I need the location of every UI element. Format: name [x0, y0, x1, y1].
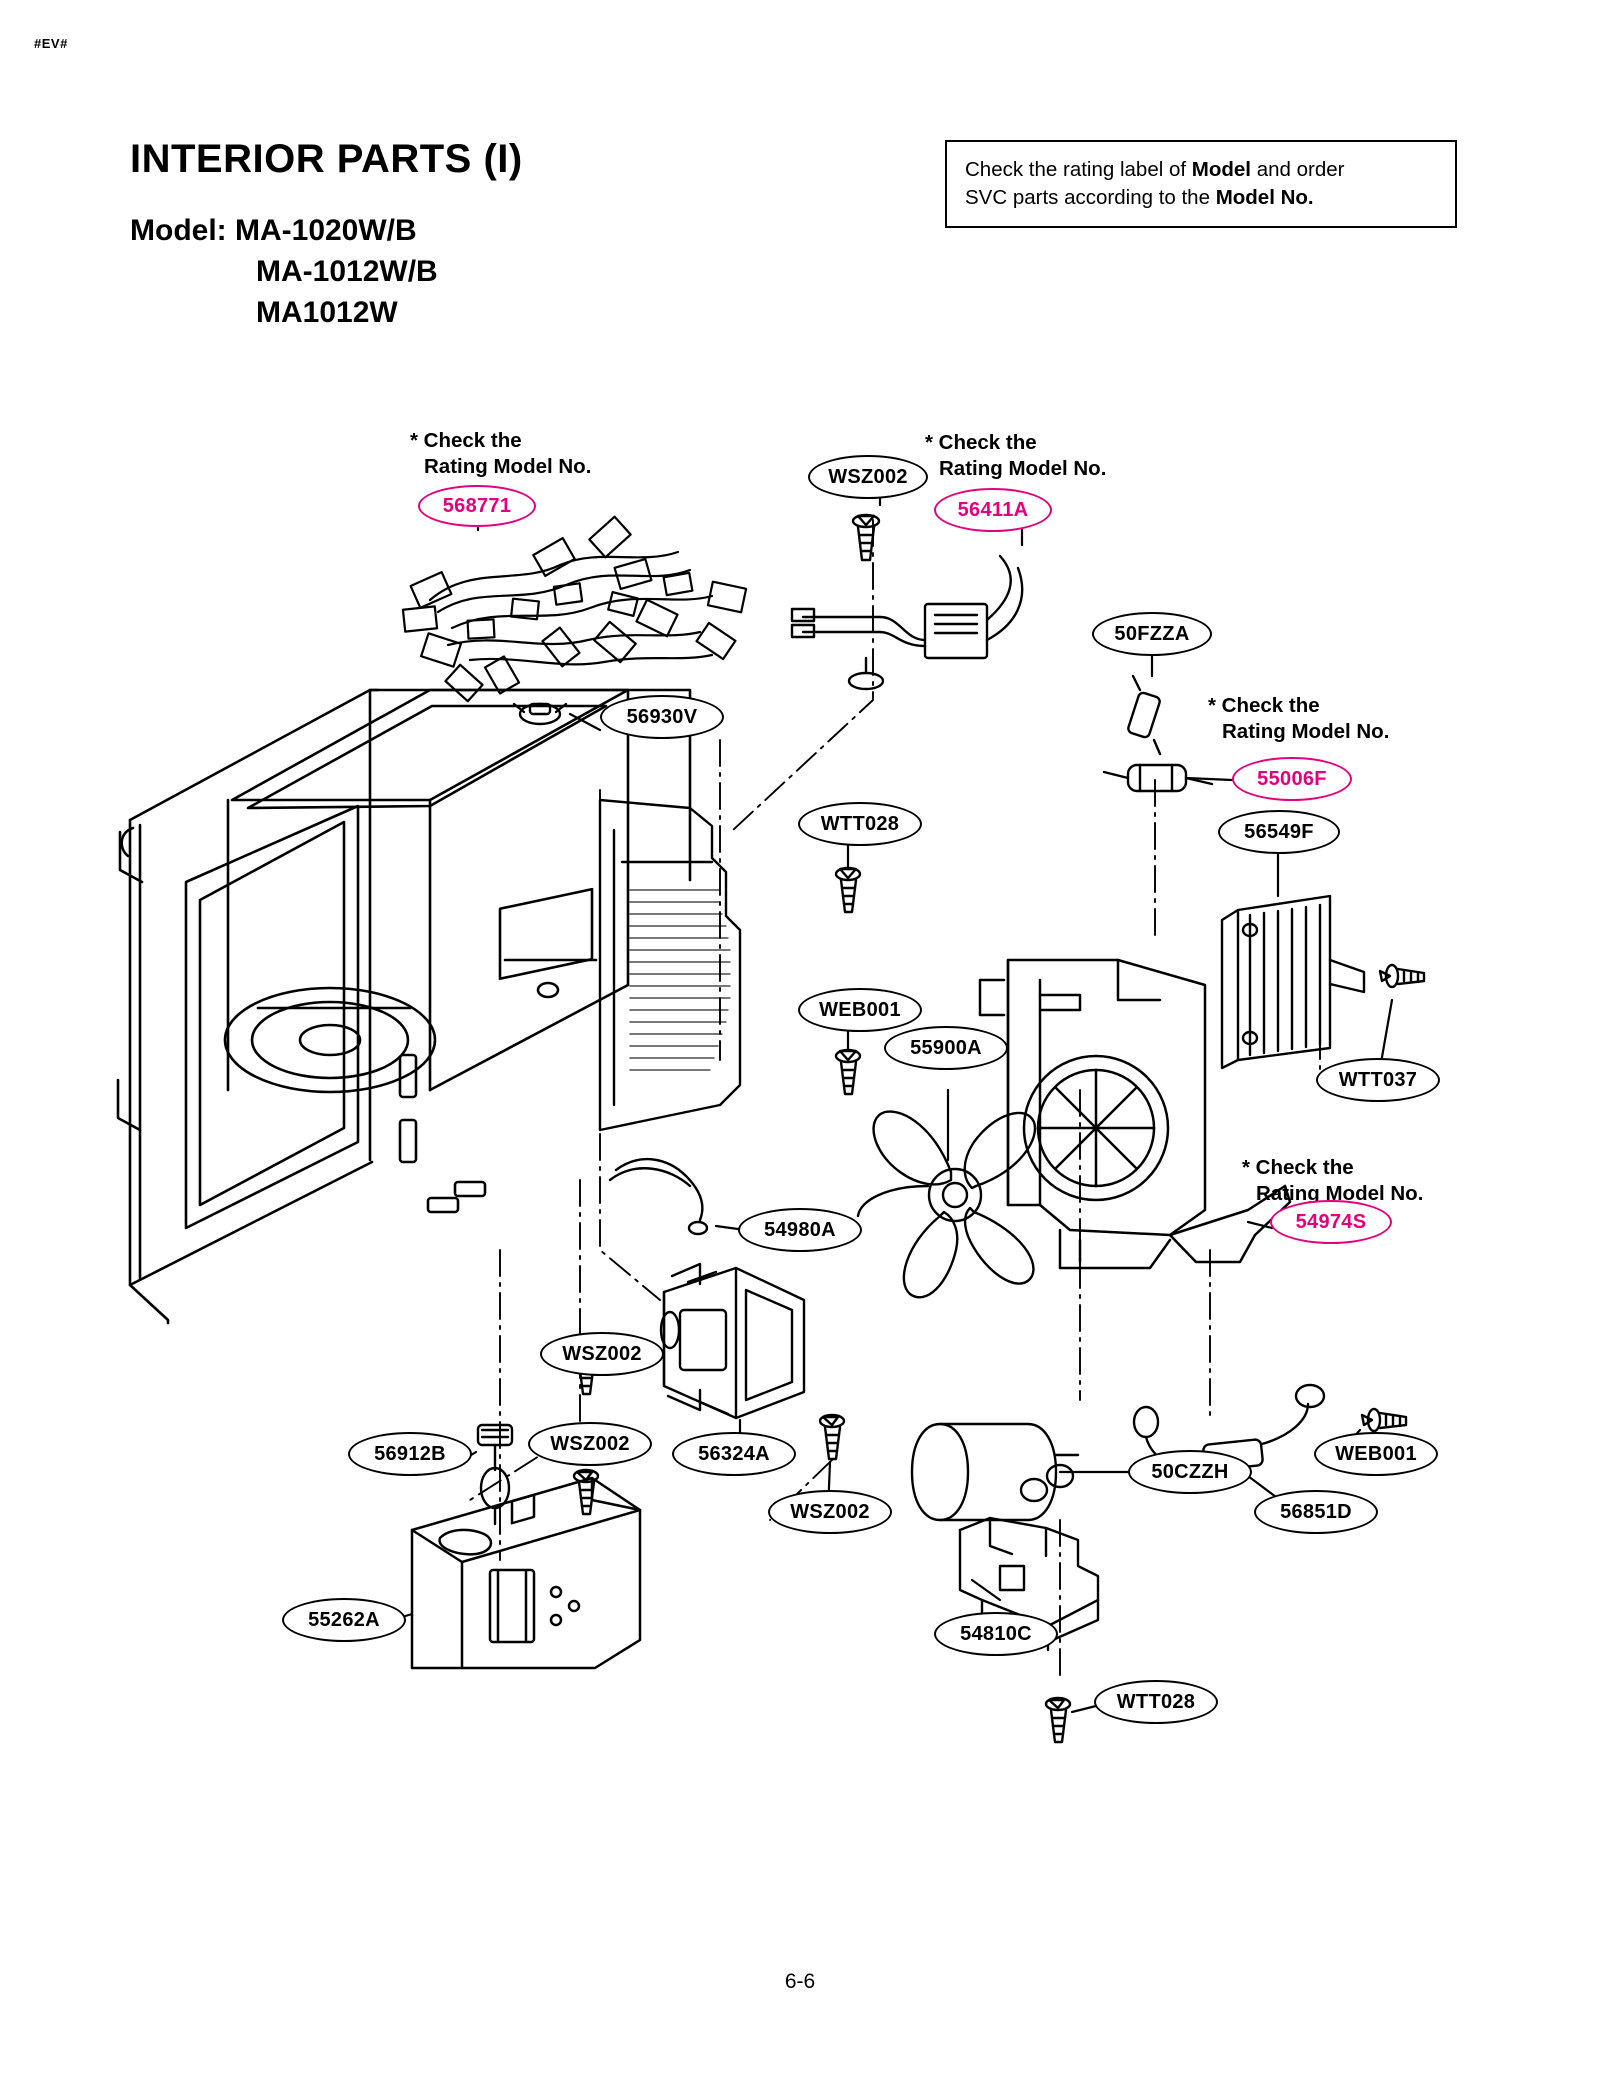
check-rating-label-3-line2: Rating Model No.	[1222, 720, 1390, 743]
callout-568771[interactable]: 568771	[418, 485, 536, 527]
model-line-1: Model: MA-1020W/B	[130, 214, 417, 247]
note-line1-part2: and order	[1251, 158, 1345, 181]
callout-wtt028-upper[interactable]: WTT028	[798, 802, 922, 846]
callout-50czzh[interactable]: 50CZZH	[1128, 1450, 1252, 1494]
callout-56912b[interactable]: 56912B	[348, 1432, 472, 1476]
callout-wsz002-left[interactable]: WSZ002	[540, 1332, 664, 1376]
check-rating-label-2-line1: * Check the	[925, 431, 1037, 454]
note-line2-bold: Model No.	[1215, 186, 1314, 209]
callout-56411a[interactable]: 56411A	[934, 488, 1052, 532]
check-rating-label-1: * Check the Rating Model No.	[410, 428, 591, 480]
model-line-2: MA-1012W/B	[256, 255, 438, 288]
callout-54974s[interactable]: 54974S	[1270, 1200, 1392, 1244]
callout-54980a[interactable]: 54980A	[738, 1208, 862, 1252]
note-line1-part1: Check the rating label of	[965, 158, 1192, 181]
model-line-3: MA1012W	[256, 296, 398, 329]
check-rating-label-1-line1: * Check the	[410, 429, 522, 452]
callout-wsz002-mid[interactable]: WSZ002	[528, 1422, 652, 1466]
callout-56549f[interactable]: 56549F	[1218, 810, 1340, 854]
check-rating-label-3-line1: * Check the	[1208, 694, 1320, 717]
callout-wsz002-top[interactable]: WSZ002	[808, 455, 928, 499]
callout-55900a[interactable]: 55900A	[884, 1026, 1008, 1070]
check-rating-label-1-line2: Rating Model No.	[424, 455, 592, 478]
revision-tag: #EV#	[34, 36, 68, 51]
model-list: Model: MA-1020W/B MA-1012W/B MA1012W	[130, 210, 438, 333]
callout-wsz002-bottom[interactable]: WSZ002	[768, 1490, 892, 1534]
check-rating-label-3: * Check the Rating Model No.	[1208, 693, 1389, 745]
note-line2-part1: SVC parts according to the	[965, 186, 1216, 209]
callout-web001-upper[interactable]: WEB001	[798, 988, 922, 1032]
callout-56324a[interactable]: 56324A	[672, 1432, 796, 1476]
callout-56851d[interactable]: 56851D	[1254, 1490, 1378, 1534]
callout-web001-lower[interactable]: WEB001	[1314, 1432, 1438, 1476]
callout-54810c[interactable]: 54810C	[934, 1612, 1058, 1656]
rating-label-note: Check the rating label of Model and orde…	[945, 140, 1457, 228]
note-line1-bold: Model	[1191, 158, 1251, 181]
check-rating-label-4: * Check the Rating Model No.	[1242, 1155, 1423, 1207]
page-title: INTERIOR PARTS (I)	[130, 137, 523, 181]
check-rating-label-4-line2: Rating Model No.	[1256, 1182, 1424, 1205]
check-rating-label-4-line1: * Check the	[1242, 1156, 1354, 1179]
callout-wtt037[interactable]: WTT037	[1316, 1058, 1440, 1102]
callout-50fzza[interactable]: 50FZZA	[1092, 612, 1212, 656]
check-rating-label-2-line2: Rating Model No.	[939, 457, 1107, 480]
callout-55006f[interactable]: 55006F	[1232, 757, 1352, 801]
page-number: 6-6	[784, 1970, 816, 1993]
check-rating-label-2: * Check the Rating Model No.	[925, 430, 1106, 482]
callout-wtt028-bottom[interactable]: WTT028	[1094, 1680, 1218, 1724]
callout-55262a[interactable]: 55262A	[282, 1598, 406, 1642]
callout-56930v[interactable]: 56930V	[600, 695, 724, 739]
